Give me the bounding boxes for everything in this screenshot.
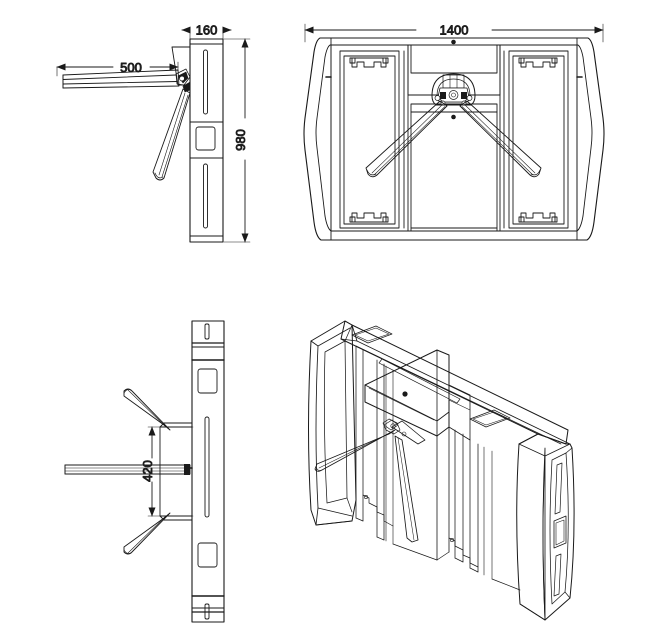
dimension-980: 980: [223, 38, 251, 243]
diagonal-arm: [152, 88, 191, 181]
glass-panels: [355, 345, 493, 580]
card-reader-panel: [195, 126, 216, 151]
cabinet-body: [189, 38, 224, 243]
left-wing-panel: [339, 44, 409, 232]
dimension-420-label: 420: [140, 460, 155, 482]
right-wing-panel: [499, 44, 569, 232]
base-edges: [315, 520, 521, 591]
dimension-160-label: 160: [196, 23, 218, 38]
top-cap: [204, 323, 210, 340]
dimension-500: 500: [56, 60, 179, 77]
upper-led-slot: [203, 49, 208, 115]
dimension-160: 160: [181, 22, 232, 41]
cabinet-body-rear: [191, 320, 225, 623]
horizontal-arm-rear: [64, 464, 191, 475]
view-plan: 1400: [303, 22, 605, 241]
right-arm: [459, 100, 542, 178]
dimension-1400: 1400: [304, 22, 604, 43]
mechanism-housing: [364, 349, 471, 441]
dimension-980-label: 980: [233, 129, 248, 151]
left-arm: [365, 100, 448, 178]
lower-diagonal-arm-rear: [123, 512, 171, 555]
horizontal-arm: [62, 69, 180, 89]
center-led-slot: [204, 416, 210, 518]
center-housing: [407, 39, 501, 232]
upper-panel-rear: [197, 368, 218, 394]
view-rear-elevation: 420: [64, 320, 225, 623]
dimension-420: 420: [140, 426, 194, 517]
left-pillar: [308, 320, 357, 526]
lower-led-slot: [203, 163, 208, 229]
dimension-1400-label: 1400: [440, 23, 469, 38]
outer-shell: [303, 37, 605, 241]
inner-frame: [325, 37, 583, 241]
view-side-elevation: 500 160 980: [56, 22, 251, 243]
dimension-500-label: 500: [120, 60, 142, 75]
upper-diagonal-arm-rear: [123, 388, 171, 431]
lower-panel-rear: [197, 542, 218, 568]
rotor-mechanism: [431, 73, 476, 106]
bottom-cap: [204, 603, 210, 620]
right-pillar: [516, 433, 575, 621]
tripod-arms-iso: [314, 418, 426, 543]
view-isometric: [308, 320, 575, 621]
top-beam: [340, 320, 571, 445]
rotor-hub: [171, 46, 191, 93]
